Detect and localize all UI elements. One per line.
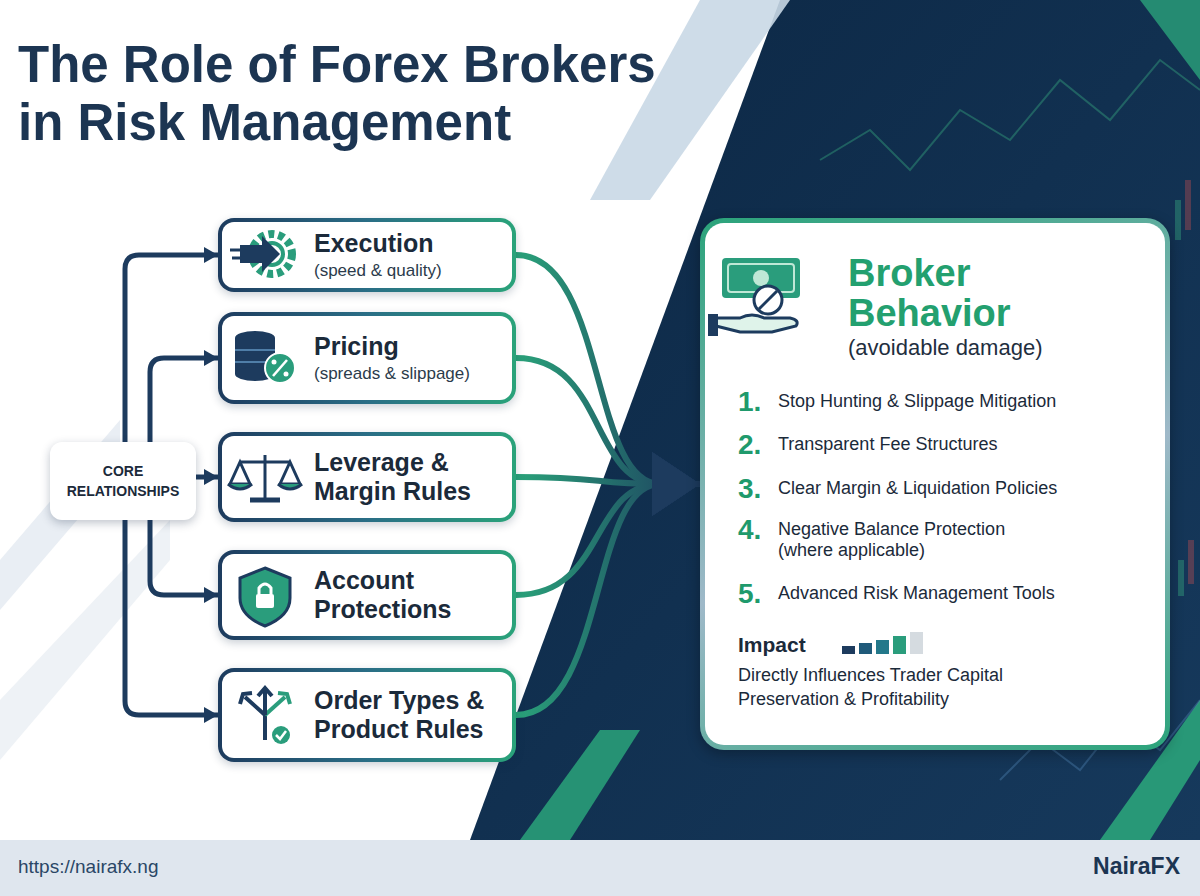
process-box: Order Types & Product Rules: [218, 668, 516, 762]
list-number: 3.: [738, 473, 778, 505]
dark-panel: [470, 0, 1200, 840]
box-heading: Account Protections: [314, 566, 504, 624]
box-heading: Order Types & Product Rules: [314, 686, 504, 744]
box-heading: Execution: [314, 229, 504, 258]
footer-url: https://nairafx.ng: [18, 856, 158, 878]
text-column: Execution(speed & quality): [314, 222, 504, 288]
core-label: CORE RELATIONSHIPS: [62, 461, 184, 501]
scale-icon: [228, 455, 302, 500]
impact-bars: [842, 632, 923, 654]
process-box: Pricing(spreads & slippage): [218, 312, 516, 404]
list-item: Advanced Risk Management Tools: [778, 583, 1148, 604]
connector: [196, 475, 218, 480]
impact-heading: Impact: [738, 633, 848, 657]
text-column: Account Protections: [314, 554, 504, 636]
split-arrows-icon: [240, 688, 290, 744]
process-box: Account Protections: [218, 550, 516, 640]
panel-heading: Broker Behavior: [848, 253, 1098, 333]
light-stripe: [590, 0, 790, 200]
list-number: 2.: [738, 429, 778, 461]
list-item: Negative Balance Protection (where appli…: [778, 519, 1028, 561]
process-box: Leverage & Margin Rules: [218, 432, 516, 522]
list-number: 5.: [738, 578, 778, 610]
connector: [516, 484, 700, 715]
panel-subheading: (avoidable damage): [848, 335, 1148, 361]
connector: [516, 358, 700, 484]
list-number: 4.: [738, 514, 778, 546]
pricing-icon: [235, 331, 295, 383]
connector: [125, 255, 218, 442]
broker-icon: [708, 258, 800, 336]
shield-icon: [240, 568, 290, 626]
execution-icon: [230, 234, 292, 274]
impact-description: Directly Influences Trader Capital Prese…: [738, 663, 1083, 711]
box-subtitle: (spreads & slippage): [314, 363, 504, 385]
core-relationships-box: CORE RELATIONSHIPS: [50, 442, 196, 520]
list-number: 1.: [738, 386, 778, 418]
footer-band: [0, 840, 1200, 896]
text-column: Leverage & Margin Rules: [314, 436, 504, 518]
text-column: Pricing(spreads & slippage): [314, 316, 504, 400]
list-item: Clear Margin & Liquidation Policies: [778, 478, 1148, 499]
list-item: Stop Hunting & Slippage Mitigation: [778, 391, 1148, 412]
connector: [150, 358, 218, 442]
box-heading: Pricing: [314, 332, 504, 361]
decor-stripe: [0, 520, 170, 760]
broker-behavior-panel: Broker Behavior(avoidable damage) 1.Stop …: [700, 218, 1170, 750]
connector: [150, 520, 218, 595]
green-stripe: [520, 730, 640, 840]
process-box: Execution(speed & quality): [218, 218, 516, 292]
connector: [125, 520, 218, 715]
connector: [516, 255, 700, 484]
title: The Role of Forex Brokers in Risk Manage…: [18, 36, 678, 152]
candles: [1175, 180, 1194, 596]
list-item: Transparent Fee Structures: [778, 434, 1148, 455]
box-subtitle: (speed & quality): [314, 260, 504, 282]
text-column: Order Types & Product Rules: [314, 672, 504, 758]
brand-name: NairaFX: [1093, 853, 1180, 880]
box-heading: Leverage & Margin Rules: [314, 448, 504, 506]
connector: [516, 484, 700, 595]
